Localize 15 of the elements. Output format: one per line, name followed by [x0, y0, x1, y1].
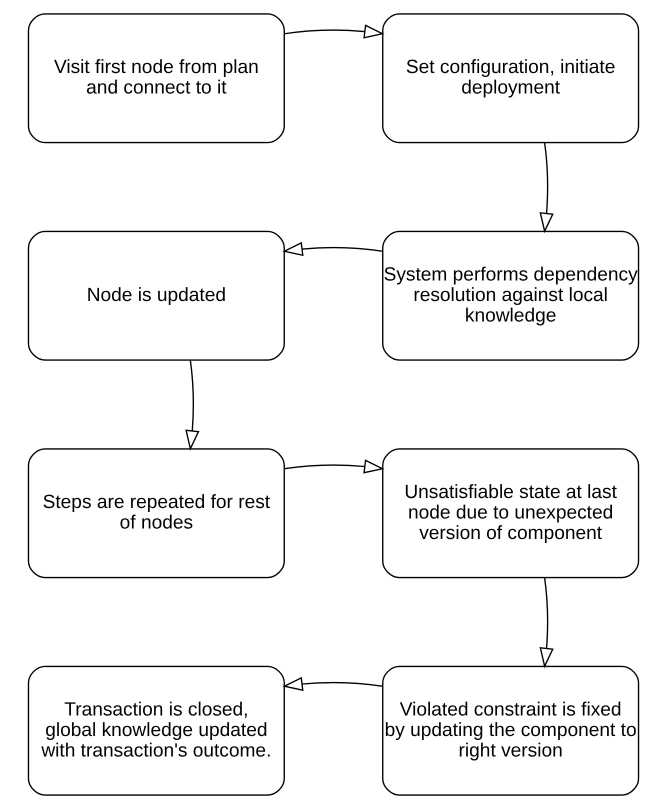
arrow	[185, 360, 200, 451]
node-box: Visit first node from plan and connect to it	[28, 13, 285, 144]
arrow	[284, 459, 385, 474]
arrow	[282, 242, 383, 256]
arrow	[539, 142, 554, 234]
node-box: Transaction is closed, global knowledge updated with transaction's outcome.	[28, 666, 285, 796]
arrow	[539, 578, 554, 668]
node-box: Set configuration, initiate deployment	[382, 13, 640, 144]
arrow	[284, 24, 385, 39]
node-box: Unsatisfiable state at last node due to unexpected version of component	[382, 448, 640, 578]
arrow	[282, 676, 383, 692]
node-box: Node is updated	[28, 230, 285, 361]
node-box: Steps are repeated for rest of nodes	[28, 448, 285, 578]
node-box: Violated constraint is fixed by updating the component to right version	[382, 666, 640, 796]
node-box: System performs dependency resolution against local knowledge	[382, 230, 640, 361]
